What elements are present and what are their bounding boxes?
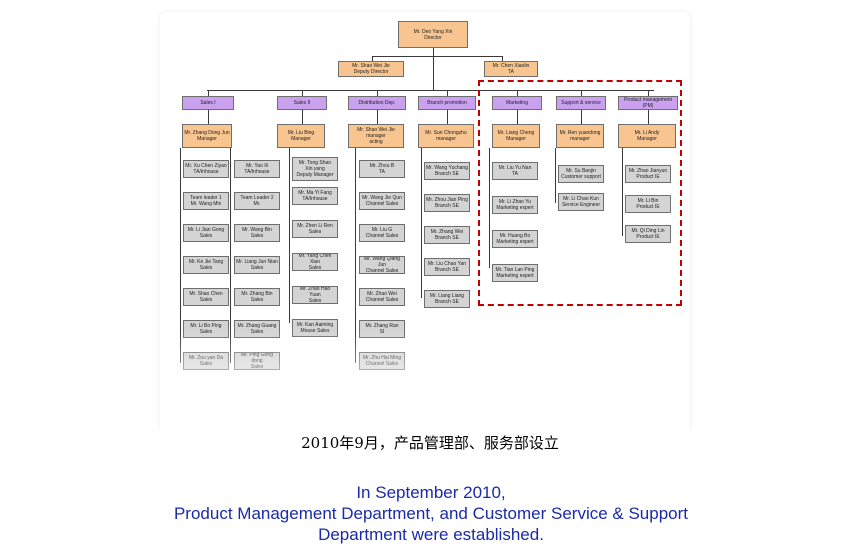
connector (502, 56, 503, 62)
connector (447, 90, 448, 96)
staff-box: Mr. Yang Chen Xiao Sales (292, 253, 338, 271)
staff-box: Mr. Yao Ili TA/Inhouse (234, 160, 280, 178)
staff-box: Team Leader 2 Mr. (234, 192, 280, 210)
ta-box: Mr. Chen Xiaolin TA (484, 61, 538, 77)
staff-box: Mr. Qi Ding Lin Product IE (625, 225, 671, 243)
staff-box: Mr. Liu G Channel Sales (359, 224, 405, 242)
connector (180, 148, 181, 363)
department-box: Sales II (277, 96, 327, 110)
staff-box: Mr. Zhao Jianyun Product IE (625, 165, 671, 183)
connector (208, 90, 209, 96)
staff-box: Mr. Zhang Wei Branch SE (424, 226, 470, 244)
fade-overlay (160, 330, 690, 440)
manager-box: Mr. Li Andy Manager (618, 124, 676, 148)
connector (648, 90, 649, 96)
department-box: Support & service (556, 96, 606, 110)
department-box: Distribution Dep. (348, 96, 406, 110)
connector (517, 90, 518, 96)
director-box: Mr. Deo Yang Xin Director (398, 21, 468, 48)
staff-box: Mr. Liang Liang Branch SE (424, 290, 470, 308)
caption-english: In September 2010, Product Management De… (173, 483, 689, 544)
department-box: Marketing (492, 96, 542, 110)
staff-box: Mr. Zhang Bin Sales (234, 288, 280, 306)
staff-box: Mr. Zhen Li Ren Sales (292, 220, 338, 238)
staff-box: Mr. Li Bin Product IE (625, 195, 671, 213)
connector (581, 90, 582, 96)
connector (648, 110, 649, 124)
manager-box: Mr. Shao Wei Jie manager acting (348, 124, 404, 148)
department-box: Branch promotion (418, 96, 476, 110)
staff-box: Mr. Wang Bin Sales (234, 224, 280, 242)
staff-box: Mr. Wang Qiang Jun Channel Sales (359, 256, 405, 274)
connector (622, 148, 623, 236)
staff-box: Mr. Shao Chen Sales (183, 288, 229, 306)
highlight-new-departments (478, 80, 682, 306)
staff-box: Mr. Su Baojin Customer support (558, 165, 604, 183)
staff-box: Mr. Tong Shao Xin yang Deputy Manager (292, 157, 338, 181)
staff-box: Mr. Li Zhao Yu Marketing expert (492, 196, 538, 214)
staff-box: Mr. Tian Lan Ping Marketing expert (492, 264, 538, 282)
staff-box: Mr. Ke Jie Tang Sales (183, 256, 229, 274)
staff-box: Mr. Li Jian Gong Sales (183, 224, 229, 242)
staff-box: Mr. Ma Yi Fang TA/Inhouse (292, 187, 338, 205)
staff-box: Mr. Zhao Wei Channel Sales (359, 288, 405, 306)
staff-box: Mr. Wang Jie Qun Channel Sales (359, 192, 405, 210)
staff-box: Mr. Zhou B TA (359, 160, 405, 178)
manager-box: Mr. Zhang Dong Jun Manager (182, 124, 232, 148)
manager-box: Mr. Ren yuandong manager (556, 124, 604, 148)
staff-box: Mr. Liang Jun Nian Sales (234, 256, 280, 274)
staff-box: Mr. Xu Chen Ziyao TA/Inhouse (183, 160, 229, 178)
connector (355, 148, 356, 363)
manager-box: Mr. Liang Cheng Manager (492, 124, 540, 148)
connector (447, 110, 448, 124)
connector (372, 56, 502, 57)
department-box: Sales I (182, 96, 234, 110)
connector (207, 90, 654, 91)
connector (555, 148, 556, 203)
connector (230, 148, 231, 363)
connector (289, 148, 290, 323)
department-box: Product management (PM) (618, 96, 678, 110)
connector (421, 148, 422, 298)
connector (581, 110, 582, 124)
staff-box: Mr. Zhao Hao Yuan Sales (292, 286, 338, 304)
staff-box: Mr. Wang Yuchang Branch SE (424, 162, 470, 180)
connector (208, 110, 209, 124)
caption-chinese: 2010年9月，产品管理部、服务部设立 (301, 434, 559, 452)
connector (377, 90, 378, 96)
connector (372, 56, 373, 62)
deputy-director-box: Mr. Shao Wei Jie Deputy Director (338, 61, 404, 77)
manager-box: Mr. Liu Bing Manager (277, 124, 325, 148)
staff-box: Mr. Huang Bo Marketing expert (492, 230, 538, 248)
connector (433, 48, 434, 90)
staff-box: Mr. Li Chao Kun Service Engineer (558, 193, 604, 211)
manager-box: Mr. Sun Chongzhu manager (418, 124, 474, 148)
staff-box: Mr. Liu Yu Nan TA (492, 162, 538, 180)
connector (517, 110, 518, 124)
staff-box: Mr. Zhou Jian Ping Branch SE (424, 194, 470, 212)
connector (489, 148, 490, 268)
staff-box: Mr. Liu Chao Yan Branch SE (424, 258, 470, 276)
staff-box: Team leader 1 Mr. Wang Min (183, 192, 229, 210)
connector (377, 110, 378, 124)
connector (302, 90, 303, 96)
connector (302, 110, 303, 124)
